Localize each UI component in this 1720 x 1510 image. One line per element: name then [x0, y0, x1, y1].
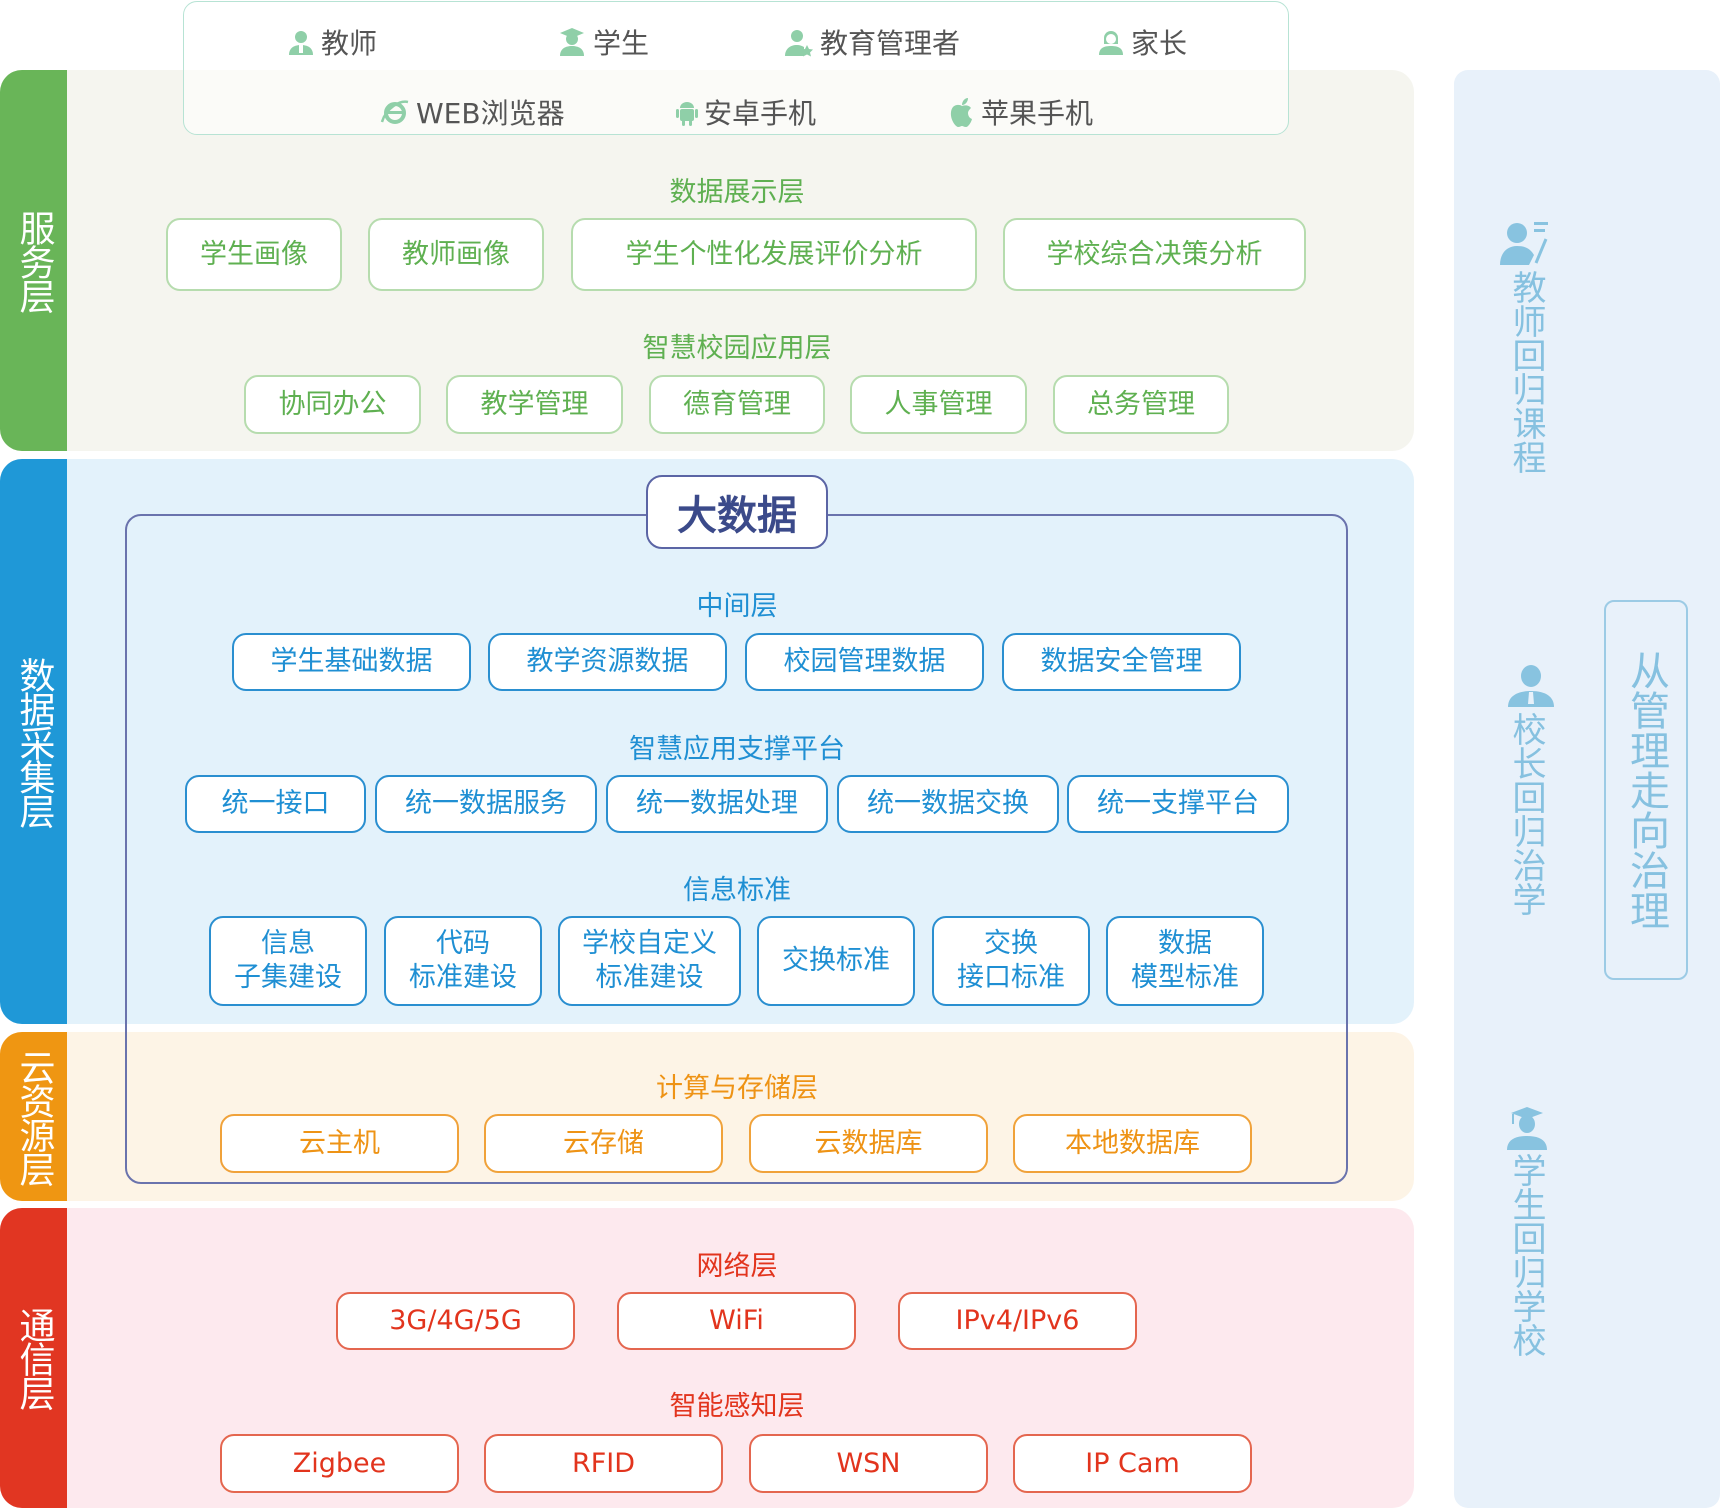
big-data-title: 大数据: [646, 475, 828, 549]
network-item[interactable]: IPv4/IPv6: [898, 1292, 1137, 1350]
principal-return-text: 校长回归治学: [1506, 712, 1546, 916]
client-android: 安卓手机: [676, 92, 816, 132]
user-admin: 教育管理者: [784, 22, 960, 62]
app-item[interactable]: 协同办公: [244, 375, 421, 434]
teacher-lecture-icon: [1500, 222, 1548, 265]
student-return-text: 学生回归学校: [1506, 1153, 1546, 1357]
middle-item[interactable]: 教学资源数据: [488, 633, 727, 691]
cloud-layer-label: 云资源层: [0, 1032, 67, 1201]
middle-item[interactable]: 校园管理数据: [745, 633, 984, 691]
principal-icon: [1508, 665, 1554, 707]
user-teacher: 教师: [287, 22, 377, 62]
comm-layer-label: 通信层: [0, 1208, 67, 1508]
admin-icon: [785, 30, 813, 57]
network-layer-title: 网络层: [696, 1251, 778, 1282]
standard-item[interactable]: 代码标准建设: [384, 916, 542, 1006]
sensing-item[interactable]: Zigbee: [220, 1434, 459, 1493]
platform-item[interactable]: 统一数据交换: [837, 775, 1059, 833]
compute-storage-title: 计算与存储层: [656, 1073, 818, 1104]
network-item[interactable]: WiFi: [617, 1292, 856, 1350]
app-item[interactable]: 教学管理: [446, 375, 623, 434]
middle-item[interactable]: 数据安全管理: [1002, 633, 1241, 691]
app-item[interactable]: 总务管理: [1053, 375, 1229, 434]
display-item[interactable]: 学生个性化发展评价分析: [571, 218, 977, 291]
cloud-item[interactable]: 云存储: [484, 1114, 723, 1173]
data-layer-label: 数据采集层: [0, 459, 67, 1024]
platform-item[interactable]: 统一支撑平台: [1067, 775, 1289, 833]
governance-panel: 教师回归课程 校长回归治学 从管理走向治理 学生回归学校: [1454, 70, 1720, 1508]
display-item[interactable]: 学生画像: [166, 218, 342, 291]
cloud-item[interactable]: 云数据库: [749, 1114, 988, 1173]
service-layer-label: 服务层: [0, 70, 67, 451]
middle-layer-title: 中间层: [696, 591, 778, 622]
teacher-icon: [289, 31, 313, 55]
standard-item[interactable]: 交换标准: [757, 916, 915, 1006]
app-item[interactable]: 人事管理: [850, 375, 1027, 434]
client-iphone: 苹果手机: [949, 92, 1093, 132]
display-item[interactable]: 教师画像: [368, 218, 544, 291]
standard-title: 信息标准: [683, 875, 791, 906]
sensing-item[interactable]: IP Cam: [1013, 1434, 1252, 1493]
standard-item[interactable]: 数据模型标准: [1106, 916, 1264, 1006]
standard-item[interactable]: 交换接口标准: [932, 916, 1090, 1006]
user-device-panel: 教师 学生 教育管理者 家长 WEB浏览器 安卓手机 苹果手机: [183, 1, 1289, 135]
cloud-item[interactable]: 本地数据库: [1013, 1114, 1252, 1173]
governance-motto: 从管理走向治理: [1623, 650, 1669, 930]
platform-item[interactable]: 统一数据处理: [606, 775, 828, 833]
network-item[interactable]: 3G/4G/5G: [336, 1292, 575, 1350]
sensing-item[interactable]: WSN: [749, 1434, 988, 1493]
android-icon: [676, 102, 698, 126]
ie-browser-icon: [380, 100, 409, 124]
parent-icon: [1099, 31, 1123, 55]
teacher-return-text: 教师回归课程: [1506, 270, 1546, 474]
display-layer-title: 数据展示层: [669, 177, 805, 208]
sensing-layer-title: 智能感知层: [669, 1391, 805, 1422]
display-item[interactable]: 学校综合决策分析: [1003, 218, 1306, 291]
middle-item[interactable]: 学生基础数据: [232, 633, 471, 691]
apple-icon: [950, 98, 972, 127]
platform-item[interactable]: 统一接口: [185, 775, 366, 833]
platform-title: 智慧应用支撑平台: [629, 734, 845, 765]
app-item[interactable]: 德育管理: [649, 375, 825, 434]
platform-item[interactable]: 统一数据服务: [375, 775, 597, 833]
user-parent: 家长: [1097, 22, 1187, 62]
student-icon: [560, 28, 584, 56]
client-web-browser: WEB浏览器: [380, 92, 565, 132]
sensing-item[interactable]: RFID: [484, 1434, 723, 1493]
user-student: 学生: [557, 22, 649, 62]
cloud-item[interactable]: 云主机: [220, 1114, 459, 1173]
standard-item[interactable]: 信息子集建设: [209, 916, 367, 1006]
app-layer-title: 智慧校园应用层: [642, 333, 832, 364]
graduate-student-icon: [1507, 1107, 1547, 1150]
governance-motto-box: 从管理走向治理: [1604, 600, 1688, 980]
standard-item[interactable]: 学校自定义标准建设: [558, 916, 741, 1006]
